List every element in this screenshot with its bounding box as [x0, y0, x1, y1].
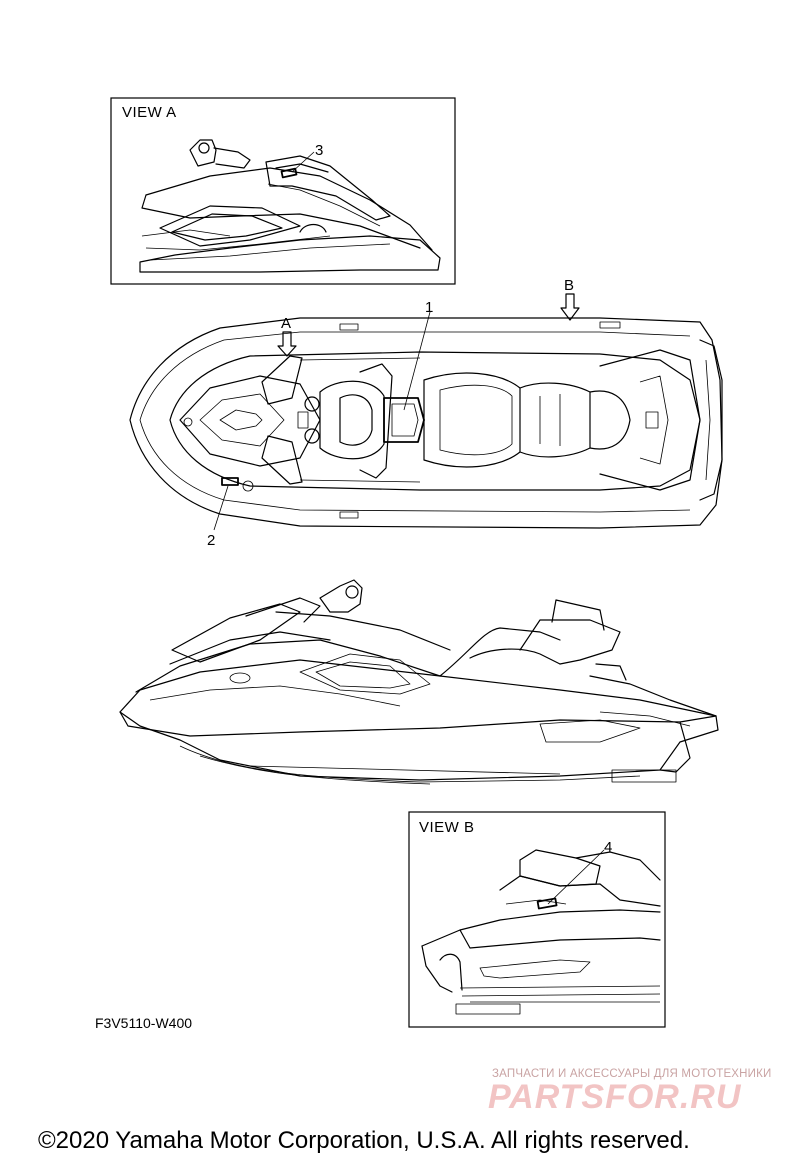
arrow-a-icon — [277, 331, 297, 357]
arrow-a-label: A — [281, 315, 291, 332]
view-a-frame — [110, 97, 456, 285]
copyright-notice: ©2020 Yamaha Motor Corporation, U.S.A. A… — [38, 1127, 690, 1154]
watermark-caption: ЗАПЧАСТИ И АКСЕССУАРЫ ДЛЯ МОТОТЕХНИКИ — [492, 1068, 772, 1080]
view-a-inset: VIEW A 3 — [110, 97, 456, 285]
view-b-frame — [408, 811, 666, 1028]
arrow-b-label: B — [564, 277, 574, 294]
figure-code: F3V5110-W400 — [95, 1015, 192, 1031]
view-a-title: VIEW A — [122, 104, 177, 121]
watermark-brand: PARTSFOR.RU — [488, 1078, 742, 1116]
view-b-inset: VIEW B 4 — [408, 811, 666, 1028]
callout-4: 4 — [604, 839, 612, 856]
view-a-bow-drawing — [139, 139, 441, 273]
callout-3: 3 — [315, 142, 323, 159]
view-b-title: VIEW B — [419, 819, 475, 836]
view-b-stern-drawing — [421, 849, 661, 1015]
side-view-craft-drawing — [119, 579, 719, 785]
top-view-craft-drawing — [129, 311, 723, 531]
callout-2: 2 — [207, 532, 215, 549]
callout-1: 1 — [425, 299, 433, 316]
arrow-b-icon — [560, 293, 580, 321]
top-view: A B — [129, 277, 723, 549]
